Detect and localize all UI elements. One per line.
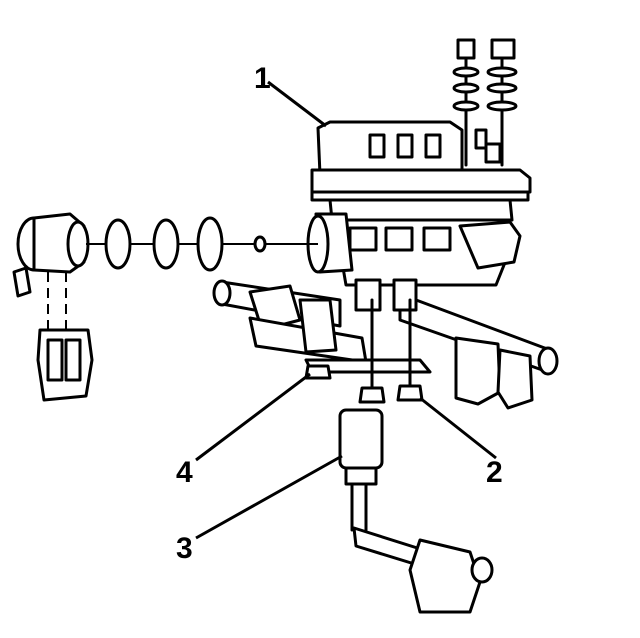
callout-4: 4: [176, 456, 193, 489]
bolts: [304, 298, 424, 404]
leader-2: [419, 396, 497, 460]
leader-lines: [195, 80, 497, 540]
throttle-body-housing: [306, 120, 532, 287]
sensor-harness: [338, 408, 494, 614]
fuel-rail-assembly: [212, 278, 559, 410]
leader-1: [267, 80, 327, 128]
leader-4: [195, 372, 311, 462]
callout-3: 3: [176, 532, 193, 565]
left-actuator-assembly: [12, 212, 318, 402]
callout-1: 1: [254, 62, 271, 95]
leader-3: [195, 454, 343, 540]
top-fittings: [452, 38, 518, 167]
callout-2: 2: [486, 456, 503, 489]
